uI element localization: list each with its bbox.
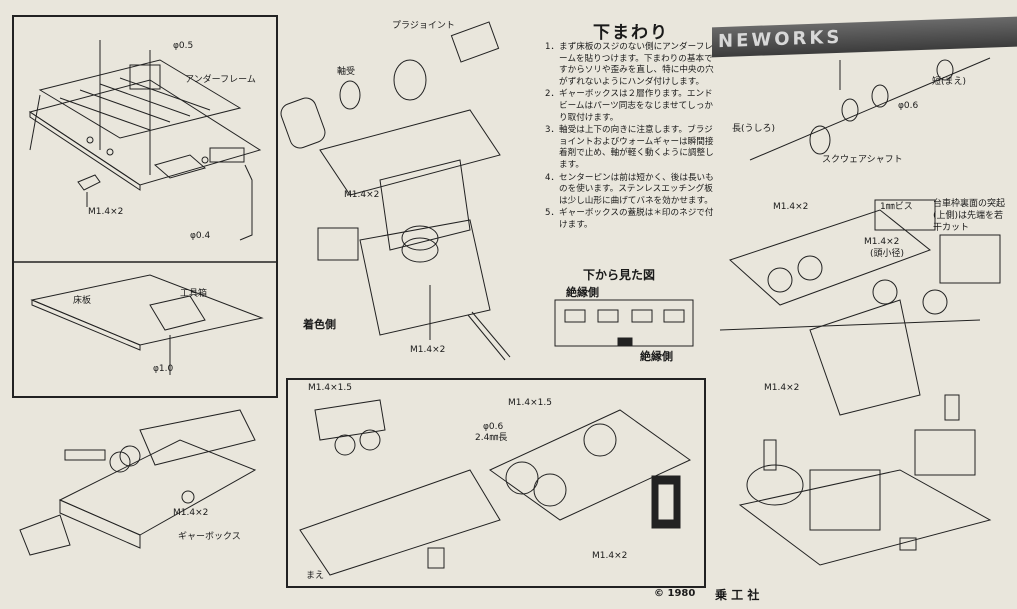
square-shaft-drawing <box>749 57 991 161</box>
panel-chassis-assembly <box>286 378 706 588</box>
label-plajoint: プラジョイント <box>392 21 455 31</box>
section-title: 下まわり <box>593 23 669 43</box>
label-screw-mid1: M1.4×2 <box>344 190 380 200</box>
label-toolbox: 工具箱 <box>180 289 208 299</box>
step-1: 1．まず床板のスジのない側にアンダーフレームを貼りつけます。下まわりの基本ですか… <box>545 42 714 87</box>
publisher: 乗 工 社 <box>715 588 760 602</box>
label-wire-06: φ0.6 <box>898 101 919 111</box>
label-long-rear: 長(うしろ) <box>732 124 776 134</box>
label-screw-mid2: M1.4×2 <box>410 345 446 355</box>
insulated-side-bottom: 絶縁側 <box>640 350 673 363</box>
center-chassis-drawing <box>299 399 691 576</box>
insulated-side-top: 絶縁側 <box>566 286 599 299</box>
label-length-24: 2.4㎜長 <box>475 433 508 443</box>
step-5: 5．ギャーボックスの蓋脱は＊印のネジで付けます。 <box>545 208 714 230</box>
label-screw-b1: M1.4×1.5 <box>308 383 352 393</box>
gearbox-center-drawing <box>280 21 511 361</box>
label-front: まえ <box>306 571 325 581</box>
label-screw-b2: M1.4×1.5 <box>508 398 552 408</box>
bottom-view-title: 下から見た図 <box>583 268 656 282</box>
label-bearing: 軸受 <box>337 67 356 77</box>
label-wire-10: φ1.0 <box>153 364 174 374</box>
label-bis-1mm: 1㎜ビス <box>880 202 913 212</box>
bottom-view-drawing <box>554 299 694 347</box>
underframe-drawing <box>28 40 262 241</box>
instruction-steps: 1．まず床板のスジのない側にアンダーフレームを貼りつけます。下まわりの基本ですか… <box>545 42 715 233</box>
locomotive-chassis-drawing <box>719 199 1001 416</box>
label-underframe: アンダーフレーム <box>185 75 256 85</box>
step-2: 2．ギャーボックスは２層作ります。エンドビームはパーツ同志をなじませてしっかり取… <box>545 89 714 123</box>
label-wire-06b: φ0.6 <box>483 422 504 432</box>
label-screw-r1: M1.4×2 <box>773 202 809 212</box>
copyright: © 1980 <box>654 588 696 599</box>
label-wire-05: φ0.5 <box>173 41 194 51</box>
label-gearbox: ギャーボックス <box>178 532 241 542</box>
label-screw-tl: M1.4×2 <box>88 207 124 217</box>
floor-plate-drawing <box>30 274 264 375</box>
label-bogie-note-2: (上側)は先端を若 <box>933 211 1004 221</box>
label-floor: 床板 <box>73 296 92 306</box>
label-screw-r2: M1.4×2 <box>864 237 900 247</box>
step-3: 3．軸受は上下の向きに注意します。ブラジョイントおよびウォームギャーは瞬間接着剤… <box>545 125 714 170</box>
label-colored-side: 着色側 <box>303 318 336 331</box>
label-short-front: 短(まえ) <box>932 77 967 87</box>
label-screw-b3: M1.4×2 <box>592 551 628 561</box>
label-wire-04: φ0.4 <box>190 231 211 241</box>
finished-locomotive-drawing <box>738 394 992 566</box>
label-gearbox-screw: M1.4×2 <box>173 508 209 518</box>
label-screw-r3: M1.4×2 <box>764 383 800 393</box>
panel-underframe <box>12 15 278 398</box>
label-bogie-note-3: 干カット <box>933 223 970 233</box>
label-bogie-note-1: 台車枠裏面の突起 <box>933 199 1006 209</box>
step-4: 4．センターピンは前は短かく、後は長いものを使います。ステンレスエッチング板は少… <box>545 172 714 206</box>
label-square-shaft: スクウェアシャフト <box>822 155 903 165</box>
gearbox-drawing <box>19 409 257 556</box>
label-small-head: (頭小径) <box>870 249 905 259</box>
